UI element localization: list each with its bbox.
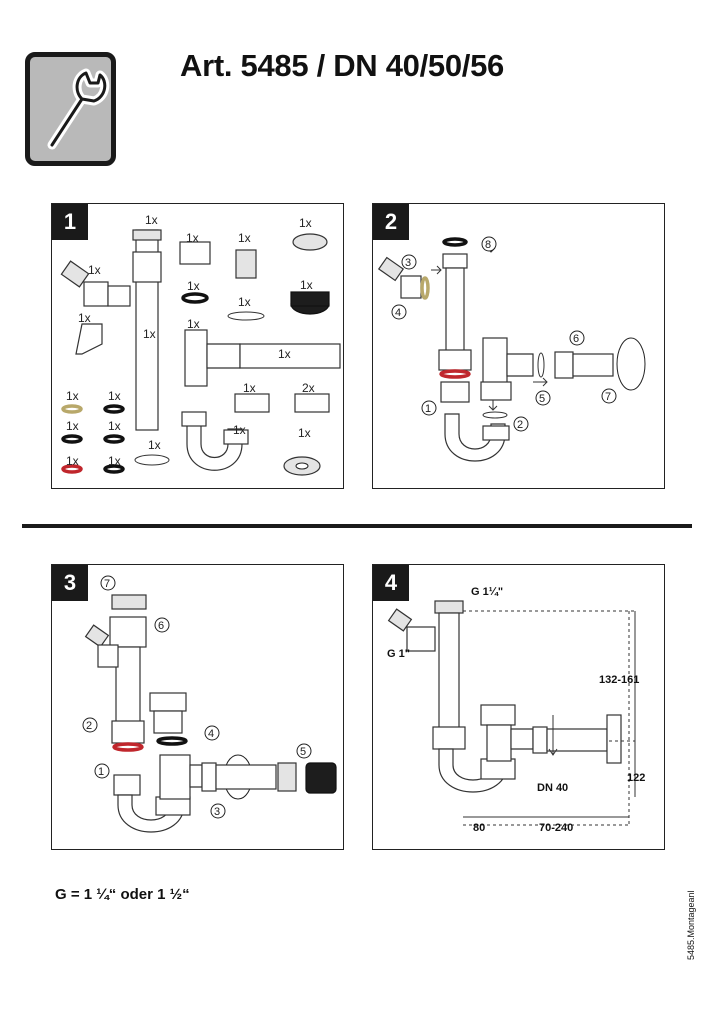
panel-number: 2: [373, 204, 409, 240]
qty-label: 1x: [238, 231, 251, 245]
callout-number: 5: [539, 393, 545, 405]
panel-number: 1: [52, 204, 88, 240]
qty-label: 1x: [278, 347, 291, 361]
dimension-drawing: G 1¼" G 1" 132-161 122 DN 40 80 70-240: [387, 586, 645, 834]
qty-label: 1x: [108, 419, 121, 433]
callout-number: 6: [573, 333, 579, 345]
qty-label: 1x: [108, 454, 121, 468]
qty-label: 1x: [300, 278, 313, 292]
page-title: Art. 5485 / DN 40/50/56: [180, 48, 504, 83]
document-id: 5485.Montageanl: [686, 890, 696, 960]
qty-label: 1x: [66, 419, 79, 433]
qty-label: 1x: [187, 279, 200, 293]
callout-number: 2: [517, 419, 523, 431]
dimension-label: 80: [473, 822, 485, 834]
qty-label: 1x: [186, 231, 199, 245]
qty-label: 1x: [243, 381, 256, 395]
panel-4-dimensions: G 1¼" G 1" 132-161 122 DN 40 80 70-240 4: [372, 564, 665, 850]
qty-label: 1x: [66, 389, 79, 403]
callout-number: 7: [104, 578, 110, 590]
qty-label: 1x: [145, 213, 158, 227]
wrench-icon: [25, 52, 116, 166]
callout-number: 2: [86, 720, 92, 732]
dimension-label: DN 40: [537, 782, 568, 794]
panel-number: 4: [373, 565, 409, 601]
dimension-label: G 1": [387, 648, 410, 660]
dimension-label: 132-161: [599, 674, 639, 686]
qty-label: 1x: [108, 389, 121, 403]
panel-number: 3: [52, 565, 88, 601]
qty-label: 1x: [187, 317, 200, 331]
qty-label: 2x: [302, 381, 315, 395]
dimension-label: 122: [627, 772, 645, 784]
callout-number: 4: [208, 728, 214, 740]
section-divider: [22, 524, 692, 528]
callout-number: 7: [605, 391, 611, 403]
dimension-label: G 1¼": [471, 586, 503, 598]
qty-label: 1x: [78, 311, 91, 325]
thread-formula: G = 1 ¼“ oder 1 ½“: [55, 886, 190, 903]
panel-1-parts-list: 1x 1x 1x 1x 1x 1x 1x 1x 1x 1x 1x 1x 1x 2…: [51, 203, 344, 489]
callout-number: 8: [485, 239, 491, 251]
callout-number: 5: [300, 746, 306, 758]
assembly-step-3: 1 2 3 4 5 6 7: [82, 575, 337, 833]
dimension-label: 70-240: [539, 822, 573, 834]
qty-label: 1x: [148, 438, 161, 452]
qty-label: 1x: [299, 216, 312, 230]
qty-label: 1x: [143, 327, 156, 341]
qty-label: 1x: [298, 426, 311, 440]
callout-number: 1: [425, 403, 431, 415]
qty-label: 1x: [238, 295, 251, 309]
callout-number: 3: [214, 806, 220, 818]
callout-number: 4: [395, 307, 401, 319]
callout-number: 3: [405, 257, 411, 269]
assembly-step-2: 1 2 3 4 5 6 7 8: [377, 236, 646, 462]
panel-3-assembly: 1 2 3 4 5 6 7 3: [51, 564, 344, 850]
qty-label: 1x: [233, 423, 246, 437]
panel-2-assembly: 1 2 3 4 5 6 7 8 2: [372, 203, 665, 489]
callout-number: 6: [158, 620, 164, 632]
qty-label: 1x: [88, 263, 101, 277]
parts-illustration: 1x 1x 1x 1x 1x 1x 1x 1x 1x 1x 1x 1x 1x 2…: [60, 213, 341, 476]
qty-label: 1x: [66, 454, 79, 468]
callout-number: 1: [98, 766, 104, 778]
